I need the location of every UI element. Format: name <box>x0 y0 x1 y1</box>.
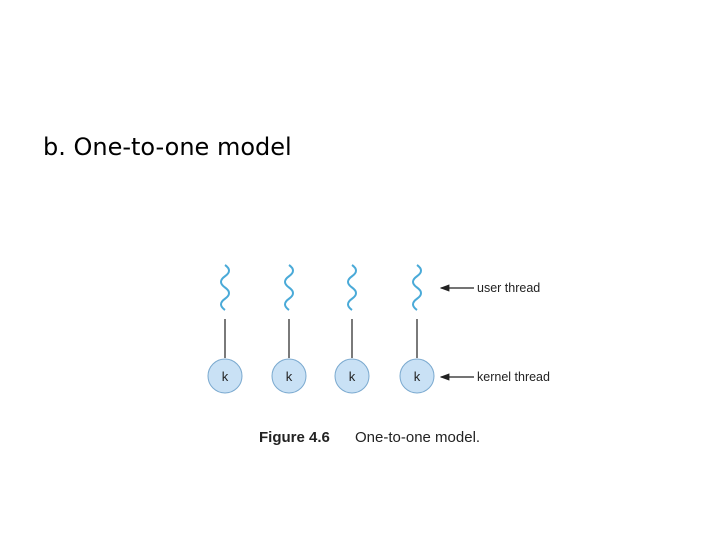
thread-column: k <box>207 264 243 394</box>
kernel-thread-letter: k <box>222 369 229 384</box>
kernel-thread-label-group: kernel thread <box>439 370 550 384</box>
kernel-thread-label: kernel thread <box>477 370 550 384</box>
kernel-thread-letter: k <box>414 369 421 384</box>
user-thread-label-group: user thread <box>439 281 540 295</box>
user-thread-wave <box>284 264 294 311</box>
kernel-thread-circle <box>399 358 435 394</box>
thread-column: k <box>271 264 307 394</box>
thread-column: k <box>334 264 370 394</box>
figure-number: Figure 4.6 <box>259 429 330 446</box>
figure-caption-text: One-to-one model. <box>355 429 480 446</box>
slide-title: b. One-to-one model <box>43 133 292 161</box>
thread-column: k <box>399 264 435 394</box>
user-thread-wave <box>347 264 357 311</box>
user-thread-wave <box>220 264 230 311</box>
kernel-thread-letter: k <box>349 369 356 384</box>
user-thread-wave <box>412 264 422 311</box>
user-thread-label: user thread <box>477 281 540 295</box>
kernel-thread-circle <box>334 358 370 394</box>
kernel-thread-circle <box>207 358 243 394</box>
kernel-thread-circle <box>271 358 307 394</box>
kernel-thread-letter: k <box>286 369 293 384</box>
